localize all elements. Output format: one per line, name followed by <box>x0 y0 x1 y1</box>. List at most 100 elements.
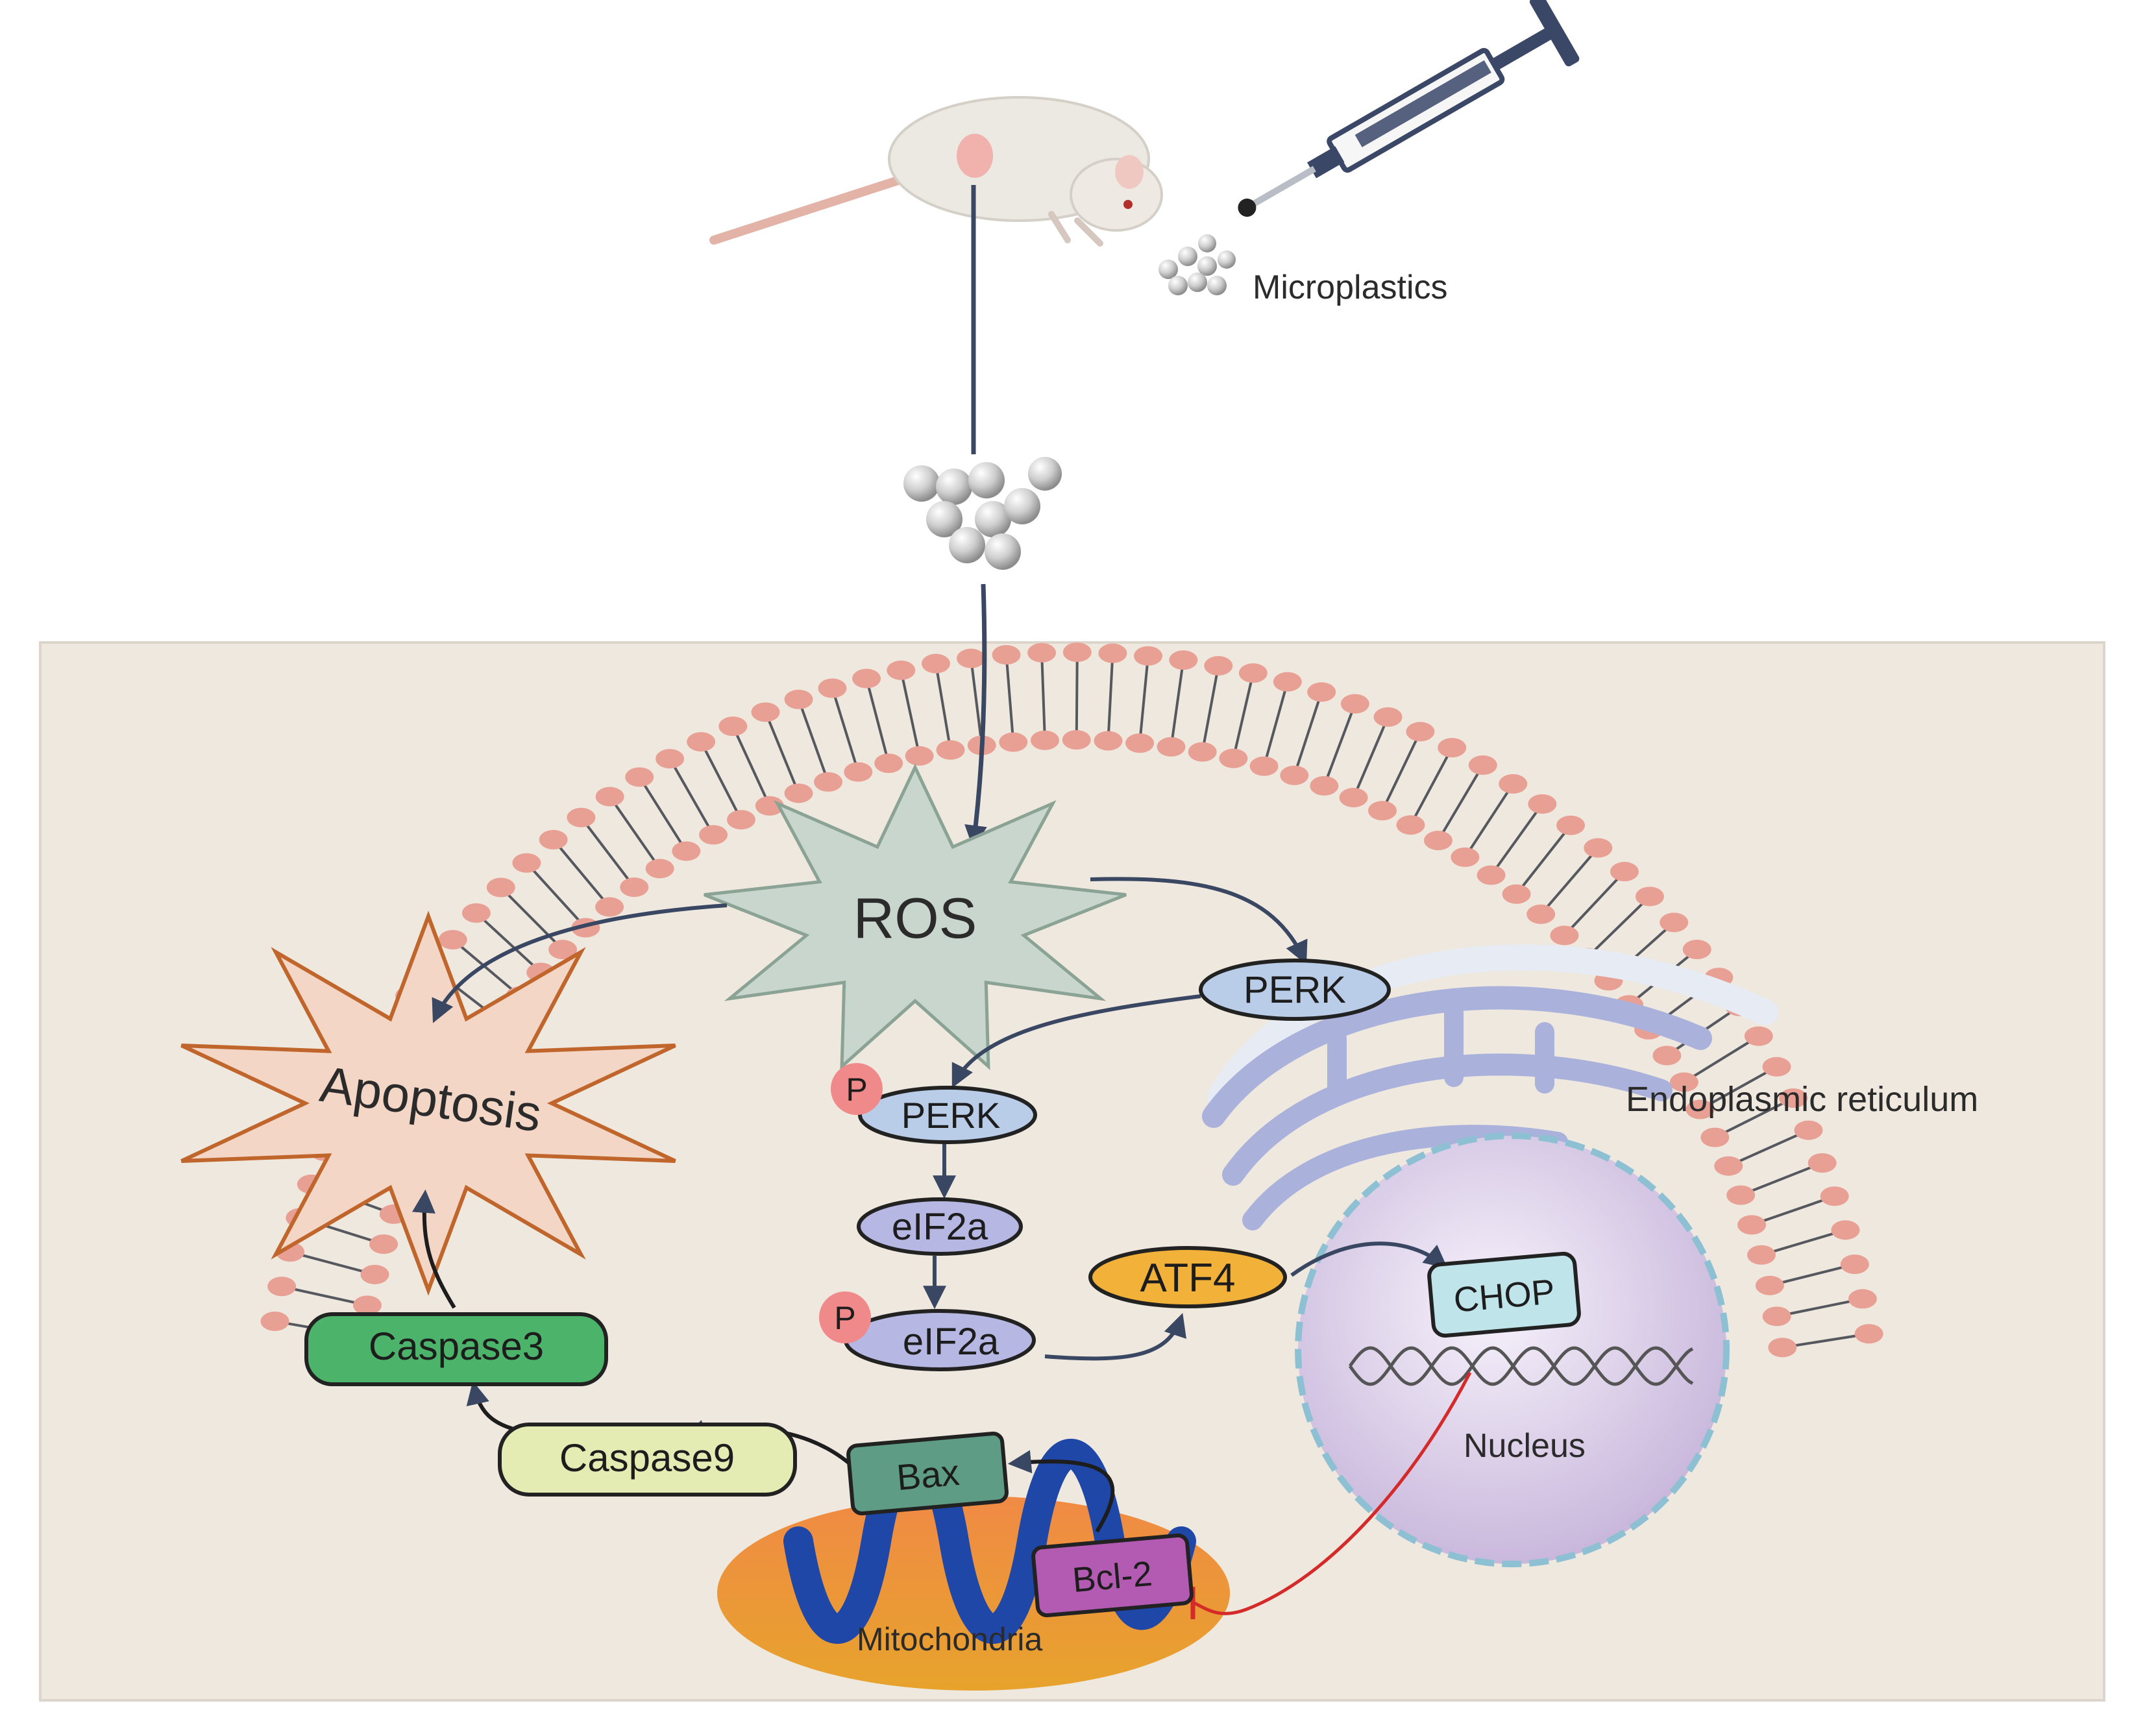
lipid-head <box>1339 788 1368 808</box>
lipid-head <box>1238 663 1268 683</box>
lipid-head <box>1062 730 1091 750</box>
lipid-tail <box>1138 655 1149 744</box>
lipid-head <box>1635 886 1664 907</box>
lipid-tail <box>1769 1263 1856 1287</box>
microplastic-beads-cluster <box>903 457 1062 570</box>
lipid-tail <box>638 776 687 852</box>
lipid-head <box>1094 731 1123 751</box>
lipid-tail <box>1464 783 1514 859</box>
lipid-tail <box>1728 1129 1809 1168</box>
lipid-tail <box>731 726 771 807</box>
lipid-head <box>369 1234 398 1254</box>
lipid-head <box>957 648 986 668</box>
lipid-tail <box>1740 1162 1823 1197</box>
lipid-head <box>1528 794 1557 814</box>
lipid-tail <box>700 741 742 821</box>
lipid-head <box>267 1277 297 1297</box>
lipid-head <box>438 929 467 949</box>
arrow-ros-to-apoptosis <box>432 903 728 1023</box>
lipid-head <box>1468 755 1497 775</box>
arrow-p-eif2a-to-atf4 <box>1044 1313 1186 1361</box>
arrow-atf4-to-chop <box>1290 1241 1448 1277</box>
eif2a-label: eIF2a <box>892 1206 988 1248</box>
lipid-head <box>999 732 1028 752</box>
lipid-head <box>1438 738 1467 758</box>
lipid-head <box>1840 1254 1869 1275</box>
arrow-caspase3-to-apoptosis <box>411 1189 456 1309</box>
lipid-head <box>548 940 578 960</box>
apoptosis-node: Apoptosis <box>180 911 676 1296</box>
lipid-head <box>1610 862 1639 882</box>
lipid-head <box>1125 733 1155 753</box>
lipid-head <box>784 783 813 803</box>
lipid-head <box>852 668 881 689</box>
lipid-tail <box>797 699 829 783</box>
lipid-head <box>1768 1338 1797 1358</box>
lipid-head <box>936 740 965 760</box>
lipid-head <box>1451 847 1480 867</box>
lipid-head <box>784 689 813 709</box>
lipid-tail <box>764 711 800 794</box>
lipid-head <box>905 746 934 766</box>
lipid-head <box>260 1311 289 1331</box>
atf4-label: ATF4 <box>1140 1256 1236 1301</box>
arrow-perk-to-p-perk <box>951 994 1201 1088</box>
apoptosis-burst <box>180 911 676 1296</box>
lipid-head <box>1726 1185 1756 1205</box>
lipid-head <box>1714 1156 1743 1176</box>
lipid-head <box>1669 1072 1698 1092</box>
lipid-tail <box>1262 681 1289 767</box>
caspase9-node: Caspase9 <box>498 1423 797 1497</box>
p-perk-node: PERK P <box>831 1063 1037 1144</box>
lipid-head <box>1027 642 1057 663</box>
caspase9-label: Caspase9 <box>559 1436 735 1480</box>
p-perk-label: PERK <box>901 1095 1001 1136</box>
lipid-tail <box>1352 716 1390 798</box>
lipid-head <box>1499 774 1528 794</box>
lipid-tail <box>525 862 587 929</box>
microplastic-beads-small <box>1158 234 1236 295</box>
inhibition-chop-to-bcl2 <box>1193 1371 1472 1615</box>
eif2a-node: eIF2a <box>857 1197 1023 1256</box>
lipid-head <box>1502 884 1531 904</box>
p-eif2a-label: eIF2a <box>903 1321 999 1363</box>
lipid-head <box>1808 1153 1837 1173</box>
lipid-head <box>818 678 847 698</box>
lipid-tail <box>1515 824 1572 896</box>
lipid-head <box>567 807 596 827</box>
lipid-tail <box>1714 1097 1794 1139</box>
lipid-head <box>1307 682 1336 702</box>
lipid-head <box>1660 912 1689 933</box>
lipid-tail <box>552 838 611 908</box>
perk-node: PERK <box>1199 959 1391 1021</box>
bcl2-node: Bcl-2 <box>1031 1533 1194 1618</box>
lipid-head <box>1685 1099 1715 1119</box>
lipid-tail <box>1381 731 1422 812</box>
lipid-head <box>1030 730 1059 750</box>
ros-burst <box>704 763 1127 1071</box>
lipid-head <box>1831 1220 1860 1240</box>
lipid-head <box>656 749 685 769</box>
lipid-head <box>814 772 843 792</box>
ros-node: ROS <box>704 763 1127 1071</box>
nucleus-label: Nucleus <box>1464 1427 1586 1465</box>
lipid-head <box>1779 1088 1808 1108</box>
lipid-tail <box>1761 1229 1846 1256</box>
lipid-tail <box>1776 1297 1863 1318</box>
chop-label: CHOP <box>1452 1272 1556 1319</box>
lipid-head <box>992 644 1021 665</box>
lipid-tail <box>608 796 661 870</box>
arrow-bcl2-to-bax <box>1007 1450 1115 1533</box>
lipid-tail <box>500 886 564 951</box>
lipid-head <box>687 732 716 752</box>
lipid-head <box>1373 707 1403 727</box>
lipid-tail <box>1409 747 1453 826</box>
lipid-head <box>352 1295 382 1315</box>
lipid-head <box>1423 831 1452 851</box>
lipid-tail <box>1751 1195 1835 1227</box>
lipid-tail <box>1107 653 1114 741</box>
lipid-tail <box>1782 1332 1869 1349</box>
lipid-tail <box>900 670 921 757</box>
dna-helix <box>1348 1346 1694 1386</box>
lipid-head <box>1062 642 1092 663</box>
